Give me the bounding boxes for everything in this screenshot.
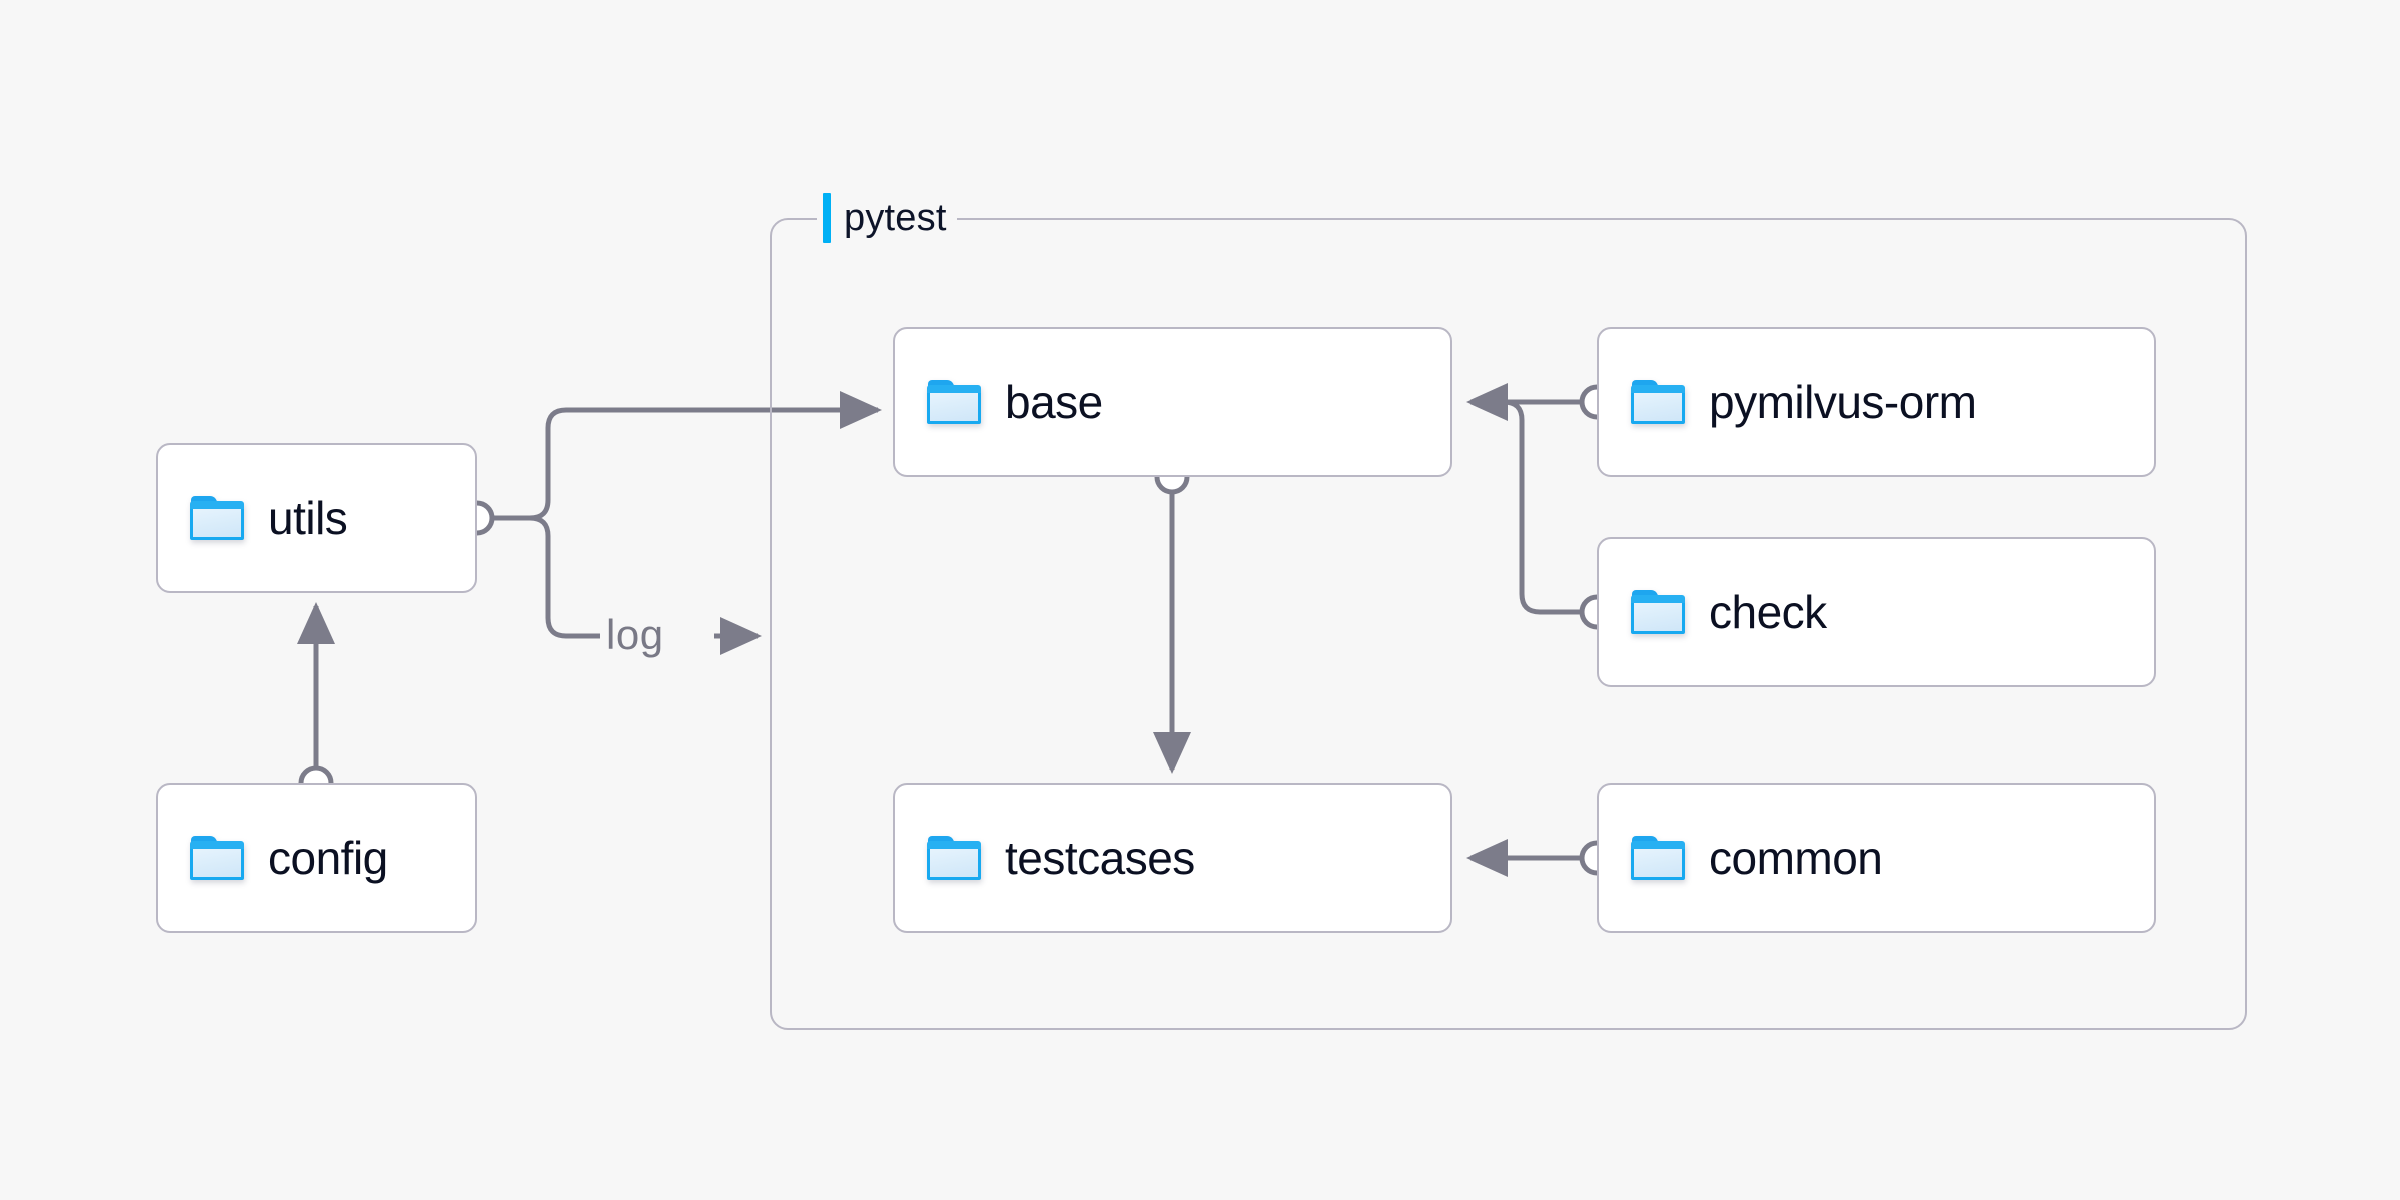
folder-icon xyxy=(1631,590,1685,634)
group-label-text: pytest xyxy=(844,197,947,239)
edge-config-to-utils xyxy=(297,601,335,801)
folder-icon xyxy=(190,836,244,880)
node-label-config: config xyxy=(268,832,388,884)
node-common[interactable]: common xyxy=(1597,783,2156,933)
node-label-testcases: testcases xyxy=(1005,832,1195,884)
folder-icon xyxy=(927,380,981,424)
edge-label-log: log xyxy=(600,614,670,656)
group-container-pytest xyxy=(770,218,2247,1030)
node-label-common: common xyxy=(1709,832,1883,884)
node-base[interactable]: base xyxy=(893,327,1452,477)
node-config[interactable]: config xyxy=(156,783,477,933)
group-label-pytest: pytest xyxy=(817,191,957,245)
folder-icon xyxy=(1631,836,1685,880)
node-testcases[interactable]: testcases xyxy=(893,783,1452,933)
folder-icon xyxy=(927,836,981,880)
folder-icon xyxy=(190,496,244,540)
node-label-base: base xyxy=(1005,376,1103,428)
node-label-utils: utils xyxy=(268,492,348,544)
node-label-check: check xyxy=(1709,586,1827,638)
node-pymilvus-orm[interactable]: pymilvus-orm xyxy=(1597,327,2156,477)
node-utils[interactable]: utils xyxy=(156,443,477,593)
node-label-pymilvus-orm: pymilvus-orm xyxy=(1709,376,1977,428)
accent-bar-icon xyxy=(823,193,831,243)
node-check[interactable]: check xyxy=(1597,537,2156,687)
folder-icon xyxy=(1631,380,1685,424)
